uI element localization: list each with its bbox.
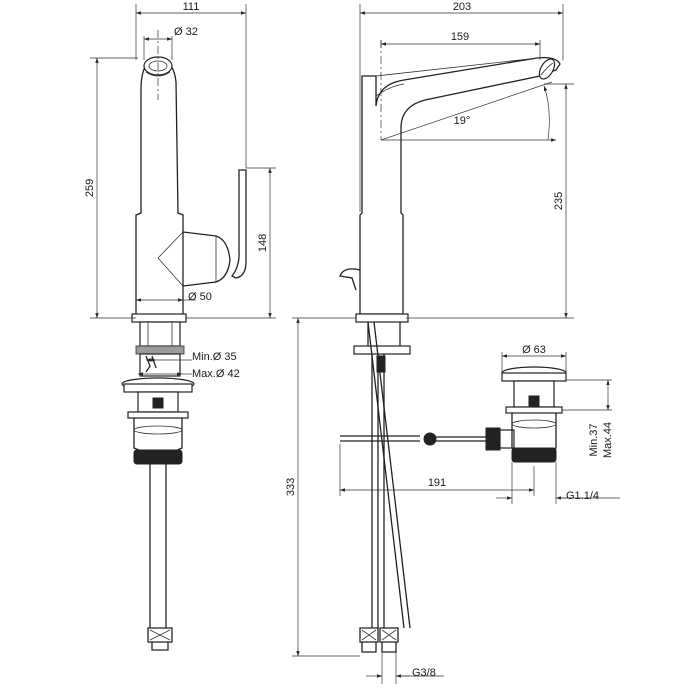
dim-front-width: 111 [183,1,200,13]
front-lever [182,231,231,287]
front-drain-thread [133,449,183,465]
dim-spout-angle: 19° [454,115,471,127]
drain-rod-nut [485,427,501,451]
dim-hose-length: 333 [285,478,297,496]
side-view: 203 159 19° 235 333 G3/8 [285,1,574,684]
dim-drain-diameter: Ø 63 [522,344,546,356]
dim-hole-max: Max.Ø 42 [192,368,240,380]
dim-spout-height: 235 [553,192,565,210]
dim-spout-reach: 159 [451,31,469,43]
dim-drain-reach: 191 [428,477,446,489]
dim-spout-diameter: Ø 32 [174,26,198,38]
dim-body-diameter: Ø 50 [188,291,212,303]
dim-drain-max: Max.44 [602,422,614,458]
dim-hose-thread: G3/8 [412,667,436,679]
side-body [359,56,561,315]
front-lever-blade [230,169,247,279]
dim-hole-min: Min.Ø 35 [192,351,237,363]
drain-view: Ø 63 Min.37 Max.44 191 G1.1/4 [339,344,620,504]
front-view: 111 Ø 32 259 148 Ø 50 Min.Ø 35 Max.Ø 42 [84,1,276,651]
side-lever [339,268,361,291]
dim-side-width: 203 [453,1,471,13]
dim-drain-min: Min.37 [588,423,600,456]
dim-lever-height: 148 [257,234,269,252]
dim-drain-thread: G1.1/4 [566,490,599,502]
drain-thread [511,447,557,463]
front-body [135,57,184,319]
dim-body-height: 259 [84,179,96,197]
